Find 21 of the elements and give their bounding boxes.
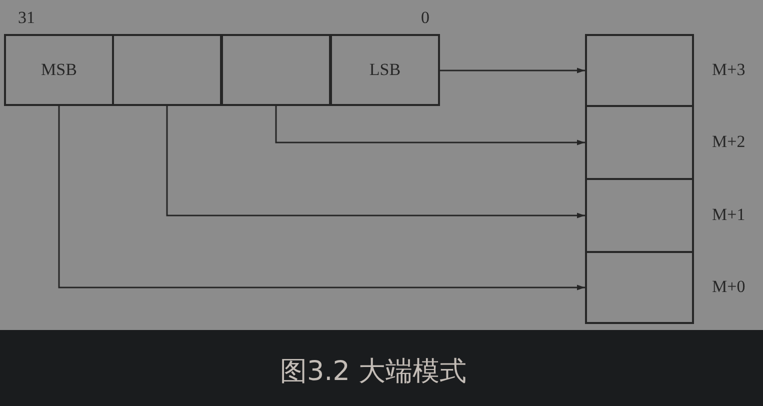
arrow — [440, 68, 585, 74]
address-label: M+3 — [712, 60, 746, 80]
register-byte-cell — [112, 34, 222, 106]
memory-cell — [585, 105, 694, 180]
arrow — [275, 106, 585, 146]
register-byte-cell — [330, 34, 440, 106]
byte-label: LSB — [369, 60, 401, 80]
memory-cell — [585, 178, 694, 253]
caption: 图3.2 大端模式 — [280, 356, 467, 388]
register-byte-cell — [221, 34, 331, 106]
bit-number: 31 — [18, 8, 35, 28]
address-label: M+1 — [712, 204, 746, 224]
memory-cell — [585, 251, 694, 324]
byte-label: MSB — [41, 60, 77, 80]
address-label: M+2 — [712, 132, 746, 152]
register-byte-cell — [4, 34, 114, 106]
arrow — [58, 106, 585, 290]
bit-number: 0 — [421, 8, 430, 28]
memory-cell — [585, 34, 694, 107]
address-label: M+0 — [712, 276, 746, 296]
arrow — [166, 106, 585, 218]
